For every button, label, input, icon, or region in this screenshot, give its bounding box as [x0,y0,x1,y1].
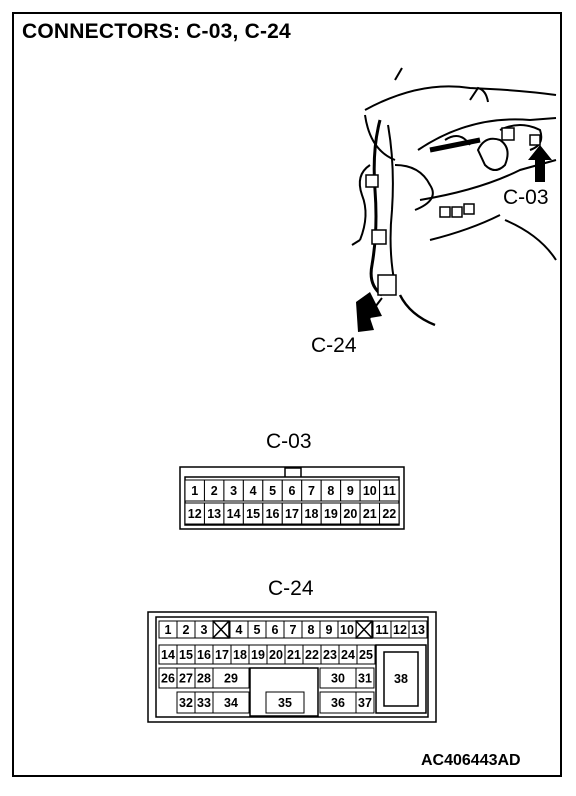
c24-pin-10-cell [337,620,357,639]
c24-pin-4: 4 [236,623,243,637]
c24-pin-31: 31 [358,672,372,686]
c24-pin-5: 5 [254,623,261,637]
c24-pin-6: 6 [272,623,279,637]
c03-pin-3: 3 [230,484,237,498]
c03-pin-14: 14 [227,507,241,521]
c24-pin-38: 38 [394,672,408,686]
callout-c03: C-03 [503,186,549,209]
c24-pin-37: 37 [358,696,372,710]
c24-label: C-24 [268,577,314,600]
c24-pin-15: 15 [179,648,193,662]
c24-pin-25-cell [356,644,376,665]
c24-pin-26: 26 [161,672,175,686]
c03-pin-10: 10 [363,484,377,498]
callout-c24: C-24 [311,334,357,357]
c24-pin-34: 34 [224,696,238,710]
c03-pin-2: 2 [211,484,218,498]
c03-pin-19: 19 [324,507,338,521]
c24-pin-33: 33 [197,696,211,710]
figure-frame [12,12,562,777]
c24-pin-13-cell [408,620,428,639]
arrow-c03 [528,145,552,182]
c03-pin-22-cell [379,502,400,525]
c24-pin-24: 24 [341,648,355,662]
c24-pin-17: 17 [215,648,229,662]
c03-pin-18: 18 [305,507,319,521]
c24-pin-29: 29 [224,672,238,686]
c03-pin-13: 13 [207,507,221,521]
c24-pin-8: 8 [308,623,315,637]
c24-pin-12: 12 [393,623,407,637]
c24-pin-35-cell [265,691,305,714]
c24-pin-1: 1 [165,623,172,637]
c03-label: C-03 [266,430,312,453]
c03-pin-5: 5 [269,484,276,498]
c24-pin-29-cell [212,667,250,689]
c24-pin-19: 19 [251,648,265,662]
c03-pin-1: 1 [191,484,198,498]
c03-pin-12: 12 [188,507,202,521]
c24-pin-21: 21 [287,648,301,662]
c03-pin-16: 16 [266,507,280,521]
c24-pin-20: 20 [269,648,283,662]
c24-pin-10: 10 [340,623,354,637]
c24-pin-13: 13 [411,623,425,637]
c24-pin-31-cell [355,667,375,689]
c24-pin-7: 7 [290,623,297,637]
c24-pin-3-cell [194,620,214,639]
c03-pin-21: 21 [363,507,377,521]
c03-pin-4: 4 [250,484,257,498]
c24-pin-32: 32 [179,696,193,710]
c24-pin-11: 11 [375,623,388,637]
c03-pin-6: 6 [289,484,296,498]
c24-pin-25: 25 [359,648,373,662]
c03-pin-7: 7 [308,484,315,498]
c24-pin-18: 18 [233,648,247,662]
c24-pin-27: 27 [179,672,193,686]
c24-pin-14: 14 [161,648,175,662]
c03-pin-9: 9 [347,484,354,498]
c03-pin-15: 15 [246,507,260,521]
c24-pin-35: 35 [278,696,292,710]
c24-pin-34-cell [212,691,250,714]
c24-pin-36: 36 [331,696,345,710]
figure-title: CONNECTORS: C-03, C-24 [22,20,291,43]
c03-pin-11: 11 [383,484,396,498]
c24-pin-28: 28 [197,672,211,686]
arrow-c24 [356,292,382,332]
c24-pin-2: 2 [183,623,190,637]
c24-pin-23: 23 [323,648,337,662]
c24-pin-22: 22 [305,648,319,662]
c24-pin-9: 9 [326,623,333,637]
c24-pin-3: 3 [201,623,208,637]
c24-pin-37-cell [355,691,375,714]
c24-pin-30: 30 [331,672,345,686]
c03-pin-22: 22 [382,507,396,521]
c24-pin-16: 16 [197,648,211,662]
figure-code: AC406443AD [421,752,521,769]
c03-pin-20: 20 [343,507,357,521]
c03-pin-11-cell [379,479,400,502]
c03-pin-17: 17 [285,507,299,521]
c03-pin-8: 8 [327,484,334,498]
